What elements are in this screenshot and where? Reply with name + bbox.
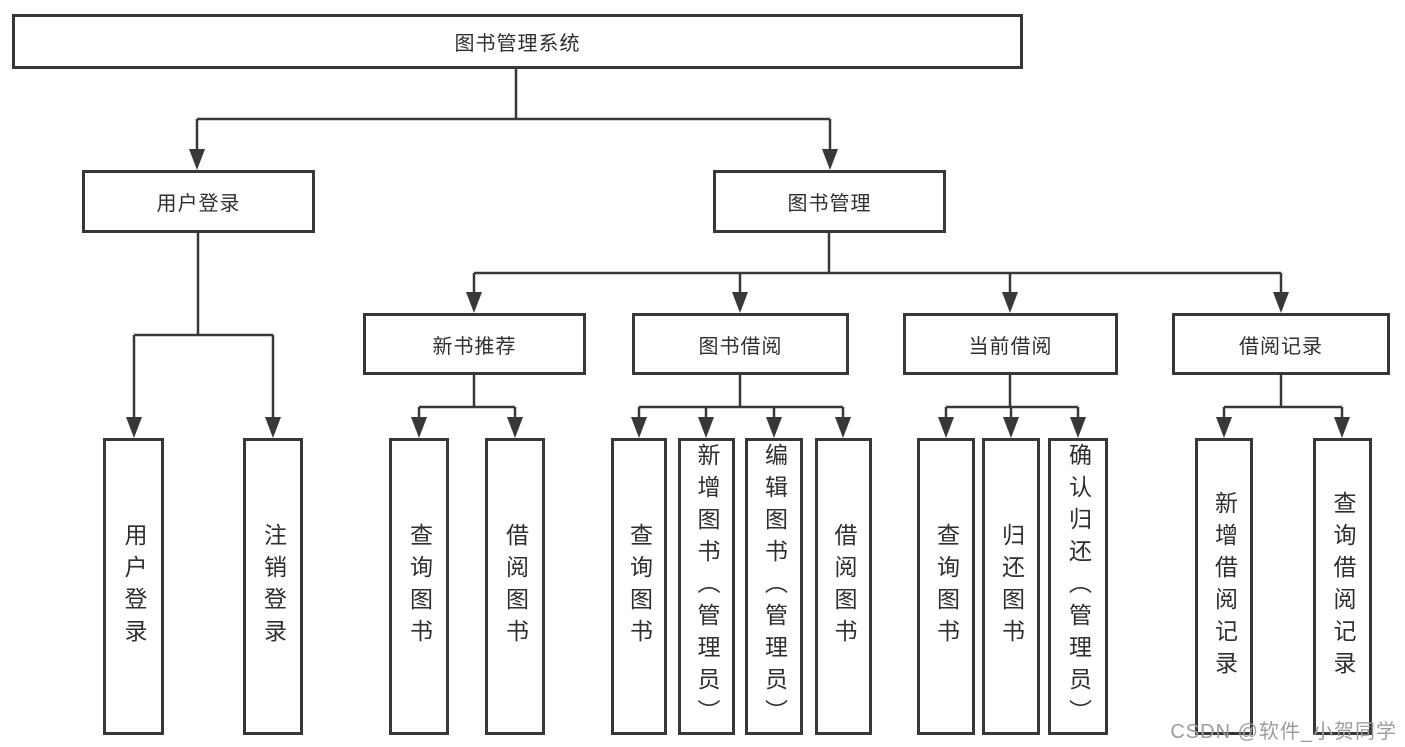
arrowhead [1334, 417, 1350, 438]
connector-book-borrow-children [637, 375, 845, 423]
leaf-label: 注销登录 [260, 522, 287, 651]
arrowhead [1273, 292, 1289, 313]
leaf-label: 借阅图书 [831, 522, 857, 651]
leaf-label: 编辑图书（管理员） [761, 442, 788, 731]
arrowhead [507, 417, 523, 438]
leaf-return-book: 归还图书 [982, 438, 1040, 735]
leaf-label: 用户登录 [121, 522, 147, 651]
leaf-query-borrow-record: 查询借阅记录 [1313, 438, 1372, 735]
arrowhead [1070, 417, 1086, 438]
leaf-label: 查询图书 [933, 522, 960, 651]
arrowhead [466, 292, 482, 313]
arrowhead [822, 149, 838, 170]
leaf-label: 查询图书 [406, 522, 433, 651]
arrowhead [189, 149, 205, 170]
leaf-label: 新增借阅记录 [1211, 490, 1238, 683]
node-user-login: 用户登录 [82, 170, 315, 233]
arrowhead [126, 417, 142, 438]
leaf-user-login: 用户登录 [103, 438, 164, 735]
leaf-edit-book-admin: 编辑图书（管理员） [745, 438, 803, 735]
connector-book-management-children [472, 233, 1283, 298]
leaf-label: 查询图书 [626, 522, 653, 651]
arrowhead [265, 417, 281, 438]
arrowhead [411, 417, 427, 438]
leaf-borrow-books-borrow: 借阅图书 [815, 438, 872, 735]
arrowhead [1002, 292, 1018, 313]
connector-new-book-recommend-children [417, 375, 517, 423]
arrowhead [1003, 417, 1019, 438]
node-book-management: 图书管理 [713, 170, 946, 233]
connector-root-to-level2 [195, 68, 832, 155]
leaf-query-books-borrow: 查询图书 [611, 438, 667, 735]
leaf-label: 归还图书 [998, 522, 1025, 651]
node-borrow-records: 借阅记录 [1172, 313, 1390, 375]
node-library-management-system: 图书管理系统 [12, 14, 1023, 69]
leaf-label: 确认归还（管理员） [1065, 442, 1092, 731]
leaf-label: 查询借阅记录 [1330, 490, 1356, 683]
connector-borrow-records-children [1222, 375, 1344, 423]
leaf-logout: 注销登录 [243, 438, 303, 735]
arrowhead [766, 417, 782, 438]
leaf-label: 新增图书（管理员） [694, 442, 720, 731]
node-current-borrow: 当前借阅 [903, 313, 1118, 375]
leaf-add-borrow-record: 新增借阅记录 [1195, 438, 1253, 735]
arrowhead [938, 417, 954, 438]
leaf-label: 借阅图书 [502, 522, 529, 651]
leaf-query-books-current: 查询图书 [917, 438, 975, 735]
arrowhead [698, 417, 714, 438]
arrowhead [835, 417, 851, 438]
arrowhead [732, 292, 748, 313]
node-new-book-recommend: 新书推荐 [363, 313, 586, 375]
arrowhead [631, 417, 647, 438]
connector-user-login-children [132, 233, 275, 423]
connector-current-borrow-children [944, 375, 1080, 423]
node-book-borrow: 图书借阅 [632, 313, 849, 375]
leaf-add-book-admin: 新增图书（管理员） [678, 438, 735, 735]
watermark: CSDN @软件_小贺同学 [1170, 721, 1397, 743]
leaf-confirm-return-admin: 确认归还（管理员） [1048, 438, 1108, 735]
leaf-borrow-books-recommend: 借阅图书 [485, 438, 545, 735]
arrowhead [1216, 417, 1232, 438]
leaf-query-books-recommend: 查询图书 [389, 438, 449, 735]
